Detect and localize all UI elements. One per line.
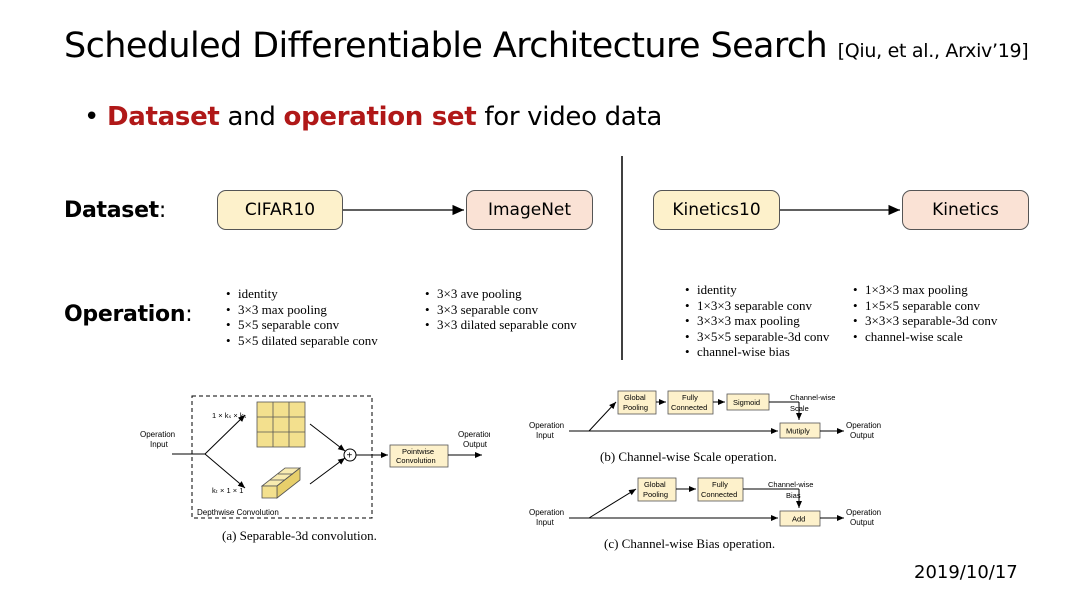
citation: [Qiu, et al., Arxiv’19]	[837, 40, 1029, 62]
list-item: 3×3×3 max pooling	[685, 313, 829, 329]
svg-text:Operation: Operation	[529, 508, 564, 517]
pointwise-conv-box	[389, 444, 449, 468]
kinetics10-box: Kinetics10	[653, 190, 780, 230]
bullet-dataset: Dataset	[107, 102, 220, 132]
figure-b-channel-wise-scale: Operation Input Global Pooling Fully Con…	[529, 390, 881, 440]
svg-text:Operation: Operation	[846, 421, 881, 430]
bullet-and: and	[219, 102, 284, 132]
svg-text:Connected: Connected	[671, 403, 707, 412]
svg-text:Global: Global	[624, 393, 646, 402]
figure-a-separable-3d-conv: Operation Input 1 × kₛ × kₛ kₜ × 1 × 1 +…	[140, 395, 490, 519]
svg-text:Pooling: Pooling	[623, 403, 648, 412]
svg-text:Channel-wise: Channel-wise	[790, 393, 835, 402]
slide-title: Scheduled Differentiable Architecture Se…	[64, 26, 1029, 66]
svg-text:Pooling: Pooling	[643, 490, 668, 499]
bullet-rest: for video data	[476, 102, 663, 132]
svg-text:Bias: Bias	[786, 491, 801, 500]
depthwise-group-box	[191, 395, 373, 519]
fig-a-input-label-2: Input	[150, 440, 169, 449]
image-ops-col1: identity 3×3 max pooling 5×5 separable c…	[226, 286, 378, 348]
bullet-point: • Dataset and operation set for video da…	[84, 102, 662, 132]
svg-text:Channel-wise: Channel-wise	[768, 480, 813, 489]
fig-a-input-label-1: Operation	[140, 430, 175, 439]
svg-text:Global: Global	[644, 480, 666, 489]
caption-a: (a) Separable-3d convolution.	[222, 528, 377, 543]
svg-text:Operation: Operation	[529, 421, 564, 430]
list-item: 3×3×3 separable-3d conv	[853, 313, 997, 329]
svg-text:Output: Output	[463, 440, 488, 449]
svg-text:Fully: Fully	[712, 480, 728, 489]
temporal-kernel-label: kₜ × 1 × 1	[212, 486, 243, 495]
image-ops-col2: 3×3 ave pooling 3×3 separable conv 3×3 d…	[425, 286, 577, 333]
svg-text:Pointwise: Pointwise	[402, 447, 434, 456]
list-item: channel-wise scale	[853, 329, 997, 345]
spatial-kernel-label: 1 × kₛ × kₛ	[212, 411, 247, 420]
bullet-dot: •	[84, 102, 108, 132]
list-item: 3×5×5 separable-3d conv	[685, 329, 829, 345]
svg-text:Connected: Connected	[701, 490, 737, 499]
list-item: 1×5×5 separable conv	[853, 298, 997, 314]
list-item: 1×3×3 separable conv	[685, 298, 829, 314]
plus-sign: +	[347, 451, 353, 462]
imagenet-box: ImageNet	[466, 190, 593, 230]
list-item: identity	[685, 282, 829, 298]
svg-text:Operation: Operation	[846, 508, 881, 517]
temporal-kernel-cubes	[260, 467, 302, 499]
list-item: 5×5 separable conv	[226, 317, 378, 333]
list-item: 1×3×3 max pooling	[853, 282, 997, 298]
svg-text:Mutiply: Mutiply	[786, 427, 810, 436]
caption-c: (c) Channel-wise Bias operation.	[604, 536, 776, 551]
caption-b: (b) Channel-wise Scale operation.	[600, 449, 777, 464]
kinetics-box: Kinetics	[902, 190, 1029, 230]
list-item: identity	[226, 286, 378, 302]
svg-text:Operation: Operation	[458, 430, 490, 439]
figure-c-channel-wise-bias: Operation Input Global Pooling Fully Con…	[529, 477, 881, 527]
dataset-label: Dataset:	[64, 198, 167, 223]
video-ops-col1: identity 1×3×3 separable conv 3×3×3 max …	[685, 282, 829, 360]
slide-date: 2019/10/17	[914, 562, 1018, 583]
cifar10-box: CIFAR10	[217, 190, 343, 230]
list-item: 5×5 dilated separable conv	[226, 333, 378, 349]
list-item: 3×3 dilated separable conv	[425, 317, 577, 333]
bullet-operation-set: operation set	[283, 102, 477, 132]
depthwise-label: Depthwise Convolution	[197, 508, 279, 517]
spatial-kernel-grid	[256, 401, 306, 448]
list-item: channel-wise bias	[685, 344, 829, 360]
svg-text:Input: Input	[536, 518, 555, 527]
svg-text:Output: Output	[850, 431, 875, 440]
list-item: 3×3 ave pooling	[425, 286, 577, 302]
list-item: 3×3 separable conv	[425, 302, 577, 318]
svg-text:Input: Input	[536, 431, 555, 440]
video-ops-col2: 1×3×3 max pooling 1×5×5 separable conv 3…	[853, 282, 997, 344]
svg-text:Fully: Fully	[682, 393, 698, 402]
title-text: Scheduled Differentiable Architecture Se…	[64, 26, 828, 66]
list-item: 3×3 max pooling	[226, 302, 378, 318]
svg-text:Sigmoid: Sigmoid	[733, 398, 760, 407]
svg-text:Convolution: Convolution	[396, 456, 436, 465]
svg-text:Scale: Scale	[790, 404, 809, 413]
svg-text:Add: Add	[792, 515, 805, 524]
operation-label: Operation:	[64, 302, 193, 327]
svg-text:Output: Output	[850, 518, 875, 527]
